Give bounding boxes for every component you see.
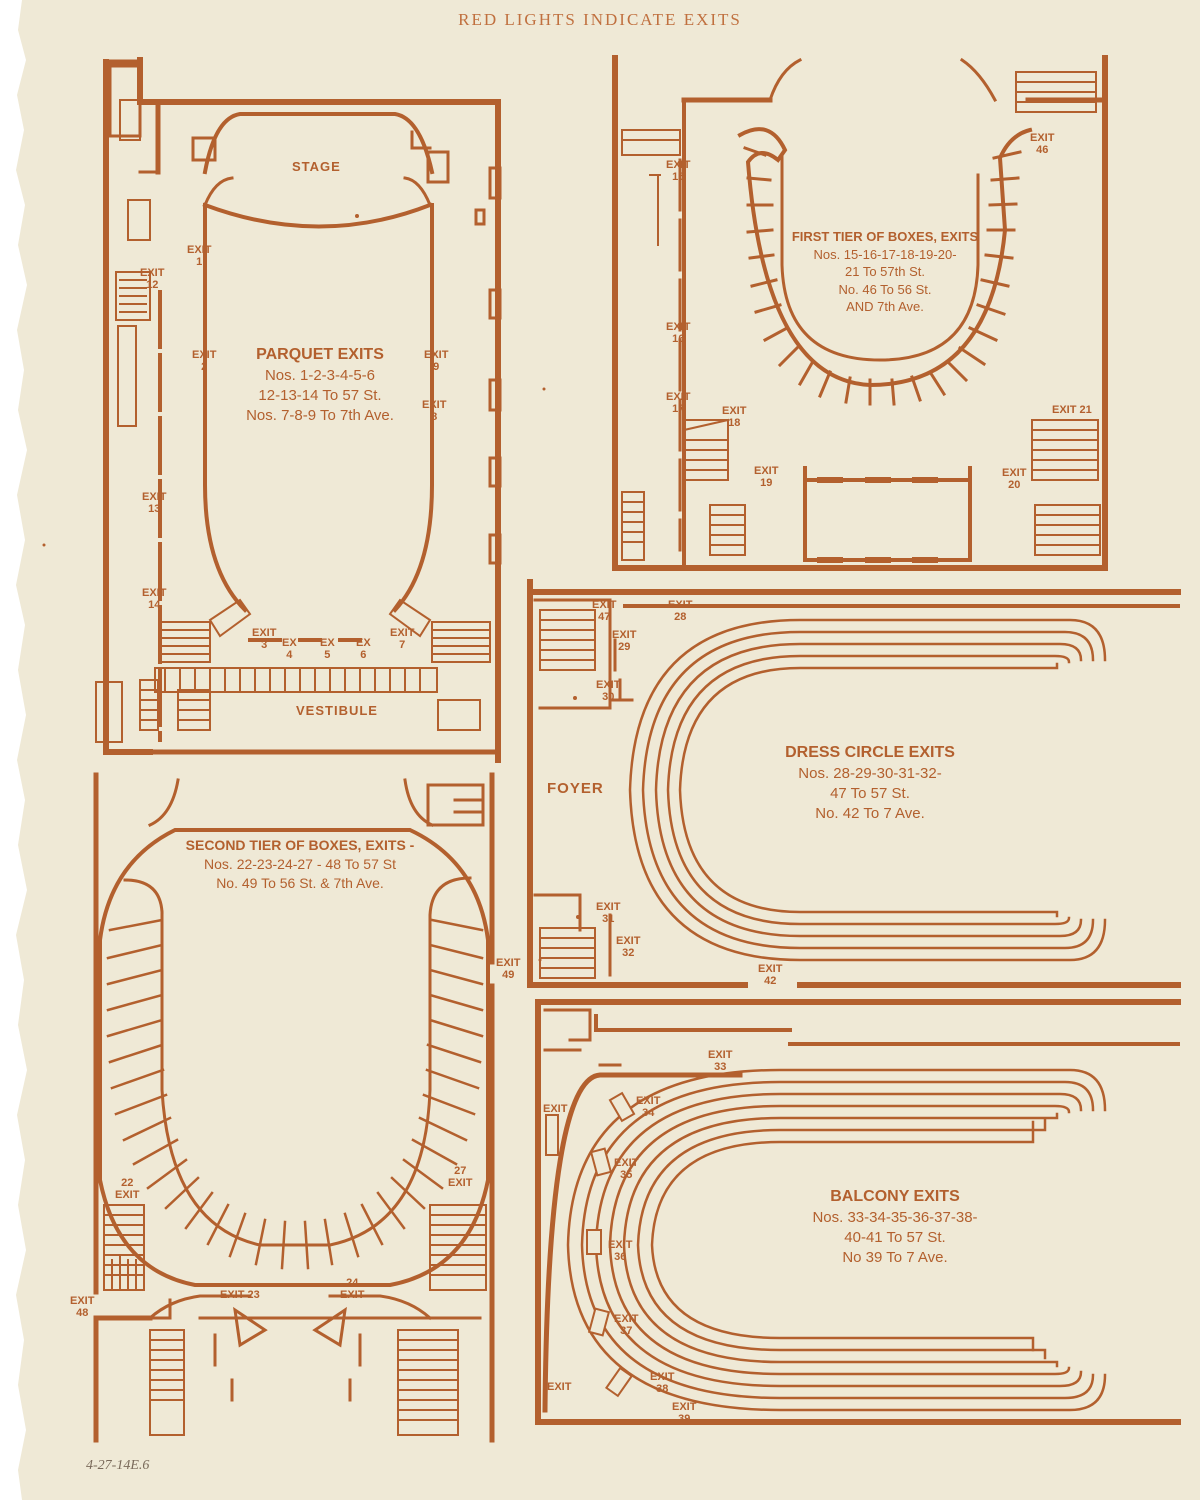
exit-28-label: EXIT 28 bbox=[668, 599, 693, 623]
balcony-line-2: 40-41 To 57 St. bbox=[844, 1228, 946, 1246]
first-tier-line-4: AND 7th Ave. bbox=[846, 299, 924, 315]
torn-edge bbox=[0, 0, 27, 1500]
exit-41-label: EXIT bbox=[547, 1381, 572, 1393]
second-tier-exits-title: SECOND TIER OF BOXES, EXITS - Nos. 22-23… bbox=[150, 836, 450, 893]
parquet-plan bbox=[95, 57, 502, 763]
first-tier-line-3: No. 46 To 56 St. bbox=[838, 281, 932, 297]
exit-46-label: EXIT 46 bbox=[1030, 132, 1055, 156]
exit-37-label: EXIT 37 bbox=[614, 1313, 639, 1337]
second-tier-line-1: Nos. 22-23-24-27 - 48 To 57 St bbox=[204, 855, 396, 872]
parquet-exits-title: PARQUET EXITS Nos. 1-2-3-4-5-6 12-13-14 … bbox=[200, 344, 440, 426]
exit-9-label: EXIT 9 bbox=[424, 349, 449, 373]
first-tier-plan bbox=[612, 55, 1108, 571]
handwritten-note: 4-27-14E.6 bbox=[86, 1458, 150, 1473]
room-foyer: FOYER bbox=[547, 780, 604, 797]
parquet-line-2: 12-13-14 To 57 St. bbox=[258, 386, 382, 404]
dress-circle-plan bbox=[527, 579, 1181, 988]
exit-27-label: 27 EXIT bbox=[448, 1165, 473, 1189]
exit-24-label: 24 EXIT bbox=[340, 1277, 365, 1301]
first-tier-heading: FIRST TIER OF BOXES, EXITS bbox=[791, 229, 979, 244]
first-tier-line-1: Nos. 15-16-17-18-19-20- bbox=[813, 246, 957, 262]
exit-30-label: EXIT 30 bbox=[596, 679, 621, 703]
exit-36-label: EXIT 36 bbox=[608, 1239, 633, 1263]
room-vestibule: VESTIBULE bbox=[296, 703, 378, 718]
exit-20-label: EXIT 20 bbox=[1002, 467, 1027, 491]
exit-1-label: EXIT 1 bbox=[187, 244, 212, 268]
page-header: RED LIGHTS INDICATE EXITS bbox=[458, 10, 742, 29]
second-tier-plan bbox=[93, 772, 495, 1443]
exit-6-label: EX 6 bbox=[356, 637, 371, 661]
exit-18-label: EXIT 18 bbox=[722, 405, 747, 429]
exit-49-label: EXIT 49 bbox=[496, 957, 521, 981]
exit-21-label: EXIT 21 bbox=[1052, 404, 1092, 416]
exit-23-label: EXIT 23 bbox=[220, 1289, 260, 1301]
exit-8-label: EXIT 8 bbox=[422, 399, 447, 423]
balcony-line-1: Nos. 33-34-35-36-37-38- bbox=[812, 1208, 978, 1226]
exit-17-label: EXIT 17 bbox=[666, 391, 691, 415]
parquet-heading: PARQUET EXITS bbox=[256, 346, 384, 363]
dress-circle-exits-title: DRESS CIRCLE EXITS Nos. 28-29-30-31-32- … bbox=[760, 742, 980, 824]
exit-29-label: EXIT 29 bbox=[612, 629, 637, 653]
exit-7-label: EXIT 7 bbox=[390, 627, 415, 651]
exit-39-label: EXIT 39 bbox=[672, 1401, 697, 1425]
dress-circle-line-2: 47 To 57 St. bbox=[830, 784, 910, 802]
dress-circle-heading: DRESS CIRCLE EXITS bbox=[785, 744, 955, 761]
first-tier-line-2: 21 To 57th St. bbox=[845, 264, 925, 280]
exit-35-label: EXIT 35 bbox=[614, 1157, 639, 1181]
balcony-line-3: No 39 To 7 Ave. bbox=[842, 1249, 948, 1267]
exit-15-label: EXIT 15 bbox=[666, 159, 691, 183]
exit-22-label: 22 EXIT bbox=[115, 1177, 140, 1201]
exit-14-label: EXIT 14 bbox=[142, 587, 167, 611]
second-tier-line-2: No. 49 To 56 St. & 7th Ave. bbox=[216, 874, 384, 891]
balcony-exits-title: BALCONY EXITS Nos. 33-34-35-36-37-38- 40… bbox=[770, 1186, 1020, 1268]
exit-32-label: EXIT 32 bbox=[616, 935, 641, 959]
parquet-line-3: Nos. 7-8-9 To 7th Ave. bbox=[246, 407, 394, 425]
balcony-heading: BALCONY EXITS bbox=[830, 1188, 960, 1205]
parquet-line-1: Nos. 1-2-3-4-5-6 bbox=[264, 366, 376, 384]
dress-circle-line-1: Nos. 28-29-30-31-32- bbox=[798, 764, 942, 782]
balcony-plan bbox=[535, 999, 1181, 1425]
exit-13-label: EXIT 13 bbox=[142, 491, 167, 515]
room-stage: STAGE bbox=[292, 159, 341, 174]
exit-5-label: EX 5 bbox=[320, 637, 335, 661]
exit-19-label: EXIT 19 bbox=[754, 465, 779, 489]
exit-12-label: EXIT 12 bbox=[140, 267, 165, 291]
second-tier-heading: SECOND TIER OF BOXES, EXITS - bbox=[185, 837, 415, 853]
exit-4-label: EX 4 bbox=[282, 637, 297, 661]
exit-40-label: EXIT bbox=[543, 1103, 568, 1115]
exit-33-label: EXIT 33 bbox=[708, 1049, 733, 1073]
exit-48-label: EXIT 48 bbox=[70, 1295, 95, 1319]
dress-circle-line-3: No. 42 To 7 Ave. bbox=[815, 805, 925, 823]
exit-31-label: EXIT 31 bbox=[596, 901, 621, 925]
first-tier-exits-title: FIRST TIER OF BOXES, EXITS Nos. 15-16-17… bbox=[780, 228, 990, 316]
exit-38-label: EXIT 38 bbox=[650, 1371, 675, 1395]
exit-2-label: EXIT 2 bbox=[192, 349, 217, 373]
exit-34-label: EXIT 34 bbox=[636, 1095, 661, 1119]
exit-16-label: EXIT 16 bbox=[666, 321, 691, 345]
exit-47-label: EXIT 47 bbox=[592, 599, 617, 623]
exit-3-label: EXIT 3 bbox=[252, 627, 277, 651]
exit-42-label: EXIT 42 bbox=[758, 963, 783, 987]
